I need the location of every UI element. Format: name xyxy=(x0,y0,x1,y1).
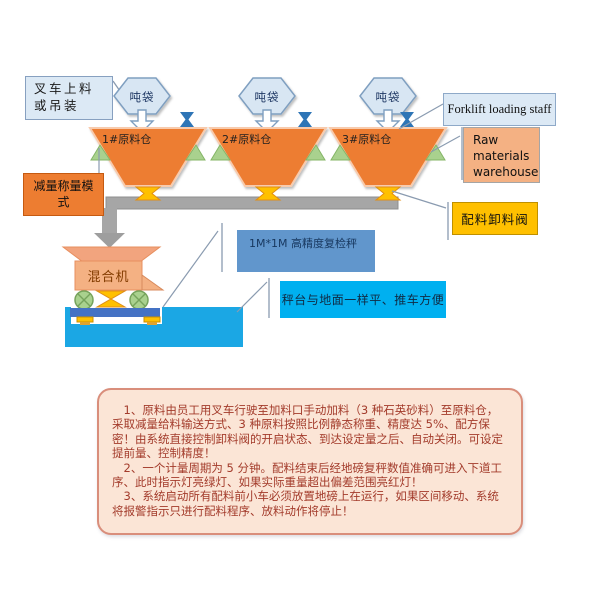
raw-materials-warehouse-box: Raw materials warehouse xyxy=(463,127,540,183)
sensor-triangle-icon-2r xyxy=(305,144,326,161)
discharge-valve-icon-3 xyxy=(374,186,402,201)
forklift-loading-staff-box: Forklift loading staff xyxy=(443,93,556,126)
platform-foot-right-base xyxy=(147,322,157,325)
drop-arrow-icon xyxy=(94,233,125,248)
inlet-valve-icon-1 xyxy=(180,112,194,127)
inlet-valve-icon-2 xyxy=(298,112,312,127)
cart-valve-icon-bottom xyxy=(95,298,127,308)
callout-line-forklift-staff xyxy=(398,103,444,130)
wheel-spoke xyxy=(132,293,146,307)
scale-platform xyxy=(70,308,160,317)
discharge-valve-icon-1 xyxy=(134,186,162,201)
callout-line-platform-note xyxy=(236,281,268,313)
mixer-funnel xyxy=(61,246,162,263)
reduce-weighing-mode-box: 减量称量模 式 xyxy=(23,173,104,216)
callout-line-discharge-valve xyxy=(391,190,447,209)
callout-line-check-scale xyxy=(162,230,219,308)
ton-bag-hexagon-2 xyxy=(238,77,296,115)
sensor-triangle-icon-1r xyxy=(185,144,206,161)
hopper-3 xyxy=(328,127,448,187)
process-notes-box: 1、原料由员工用叉车行驶至加料口手动加料（3 种石英砂料）至原料仓，采取减量给料… xyxy=(97,388,523,535)
ton-bag-hexagon-3 xyxy=(359,77,417,115)
mixer-chute-triangle xyxy=(141,274,165,291)
platform-foot-left xyxy=(76,316,94,323)
feed-arrow-icon-1 xyxy=(129,109,155,133)
ton-bag-label-3: 吨袋 xyxy=(375,90,401,104)
ton-bag-hexagon-1 xyxy=(113,77,171,115)
mixer-label: 混合机 xyxy=(87,270,130,285)
forklift-loading-cn-box: 叉车上料 或吊装 xyxy=(25,76,113,120)
discharge-valve-icon-2 xyxy=(254,186,282,201)
scale-pit xyxy=(65,307,243,347)
process-note-3: 3、系统启动所有配料前小车必须放置地磅上在运行，如果区间移动、系统将报警指示只进… xyxy=(112,489,499,518)
hopper-label-1: 1#原料仓 xyxy=(102,133,152,146)
conveyor-bar xyxy=(105,196,399,210)
mixer-body xyxy=(74,260,143,291)
sensor-triangle-icon-3l xyxy=(330,144,351,161)
ton-bag-label-1: 吨袋 xyxy=(129,90,155,104)
hopper-label-2: 2#原料仓 xyxy=(222,133,272,146)
inlet-valve-icon-3 xyxy=(400,112,414,127)
sensor-triangle-icon-3r xyxy=(425,144,446,161)
process-note-1: 1、原料由员工用叉车行驶至加料口手动加料（3 种石英砂料）至原料仓，采取减量给料… xyxy=(112,403,503,461)
process-note-2: 2、一个计量周期为 5 分钟。配料结束后经地磅复秤数值准确可进入下道工序、此时指… xyxy=(112,460,502,490)
platform-foot-right xyxy=(143,316,161,323)
platform-foot-left-base xyxy=(80,322,90,325)
hopper-2 xyxy=(208,127,328,187)
sensor-triangle-icon-2l xyxy=(210,144,231,161)
hopper-label-3: 3#原料仓 xyxy=(342,133,392,146)
ton-bag-label-2: 吨袋 xyxy=(254,90,280,104)
wheel-spoke xyxy=(77,293,91,307)
feed-arrow-icon-3 xyxy=(375,109,401,133)
sensor-triangle-icon-1l xyxy=(90,144,111,161)
drop-column xyxy=(102,208,117,233)
callout-line-raw-warehouse xyxy=(430,135,461,153)
batching-discharge-valve-box: 配料卸料阀 xyxy=(452,202,538,235)
hopper-1 xyxy=(88,127,208,187)
check-scale-box: 1M*1M 高精度复检秤 xyxy=(237,230,375,272)
platform-level-note-box: 秤台与地面一样平、推车方便 xyxy=(280,281,446,318)
feed-arrow-icon-2 xyxy=(254,109,280,133)
cart-valve-icon-top xyxy=(95,290,127,300)
